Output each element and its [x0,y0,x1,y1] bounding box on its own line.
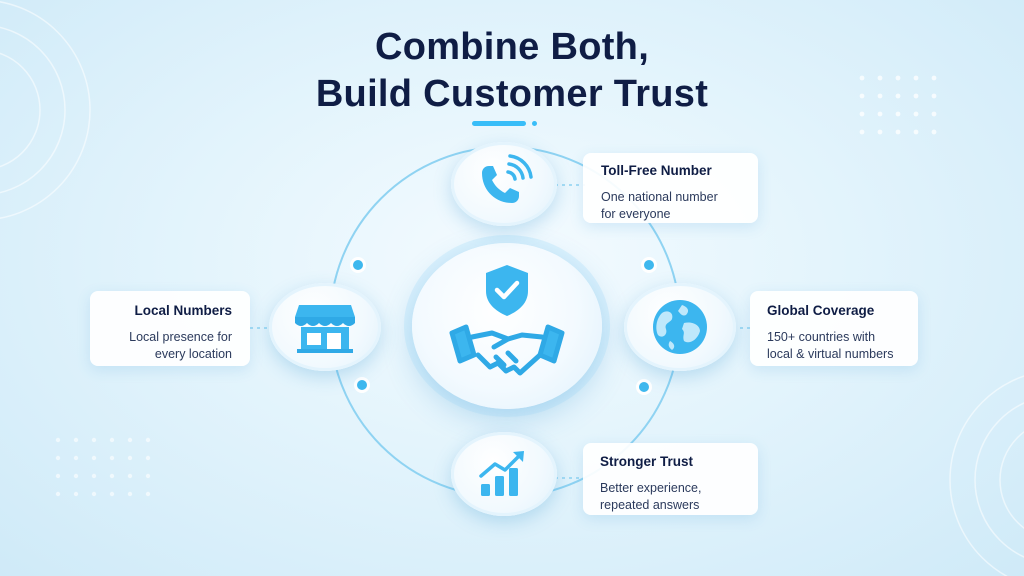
card-trust: Stronger Trust Better experience, repeat… [583,443,758,515]
phone-icon [482,154,533,203]
decor-dot [931,129,937,135]
global-description: 150+ countries with local & virtual numb… [767,329,918,363]
corner-arcs-left [0,1,91,219]
ring-dots [350,257,657,395]
decor-dot [895,129,901,135]
corner-arcs-right [949,375,1024,576]
decor-dot [73,473,79,479]
title-accent-bar [472,121,526,126]
decor-dot [913,129,919,135]
global-desc-line-1: 150+ countries with [767,330,876,344]
handshake-icon [449,324,565,376]
node-global [624,283,736,371]
decor-dot [913,93,919,99]
decor-dot [127,455,133,461]
decor-dot [73,455,79,461]
decor-dot [931,75,937,81]
trust-desc-line-2: repeated answers [600,498,700,512]
node-local [269,283,381,371]
title-line-2: Build Customer Trust [315,73,709,115]
decor-dot [859,75,865,81]
toll-free-heading: Toll-Free Number [601,163,712,178]
trust-desc-line-1: Better experience, [600,481,702,495]
title-line-1: Combine Both, [374,26,650,68]
decor-dot [55,491,61,497]
shield-check-icon [486,265,528,316]
center-hub [412,243,602,409]
local-desc-line-1: Local presence for [129,330,232,344]
node-trust [451,432,557,516]
node-toll-free [451,142,557,226]
toll-free-description: One national number for everyone [601,189,758,223]
trust-description: Better experience, repeated answers [600,480,758,514]
card-toll-free: Toll-Free Number One national number for… [583,153,758,223]
global-desc-line-2: local & virtual numbers [767,347,894,361]
decor-dot [55,455,61,461]
dashed-connectors [250,184,752,479]
decor-dot [145,455,151,461]
decor-dot [877,111,883,117]
decor-dot [859,93,865,99]
toll-free-desc-line-2: for everyone [601,207,671,221]
decor-dot [895,111,901,117]
decor-dot [91,491,97,497]
decor-dot [895,93,901,99]
decor-dot [73,491,79,497]
card-global: Global Coverage 150+ countries with loca… [750,291,918,366]
trust-heading: Stronger Trust [600,454,694,469]
decor-dot [931,93,937,99]
dot-grid-top-right [859,75,937,135]
decor-dot [109,491,115,497]
decor-dot [895,75,901,81]
decor-dot [109,437,115,443]
local-heading: Local Numbers [134,303,232,318]
page-title: Combine Both, Build Customer Trust [0,24,1024,118]
local-desc-line-2: every location [154,347,232,361]
title-accent-dot [532,121,537,126]
global-heading: Global Coverage [767,303,875,318]
decor-dot [859,129,865,135]
decor-dot [55,437,61,443]
toll-free-desc-line-1: One national number [601,190,718,204]
decor-dot [877,93,883,99]
decor-dot [73,437,79,443]
growth-chart-icon [479,451,524,496]
card-local: Local Numbers Local presence for every l… [90,291,250,366]
decor-dot [127,491,133,497]
local-description: Local presence for every location [90,329,232,363]
decor-dot [91,473,97,479]
decor-dot [145,437,151,443]
decor-dot [877,129,883,135]
decor-dot [109,473,115,479]
decor-dot [931,111,937,117]
dot-grid-bottom-left [55,437,151,497]
decor-dot [859,111,865,117]
decor-dot [91,437,97,443]
decor-dot [145,491,151,497]
storefront-icon [295,305,355,353]
decor-dot [913,111,919,117]
decor-dot [913,75,919,81]
decor-dot [127,473,133,479]
globe-icon [653,300,707,354]
decor-dot [91,455,97,461]
decor-dot [877,75,883,81]
decor-dot [109,455,115,461]
decor-dot [55,473,61,479]
decor-dot [145,473,151,479]
decor-dot [127,437,133,443]
